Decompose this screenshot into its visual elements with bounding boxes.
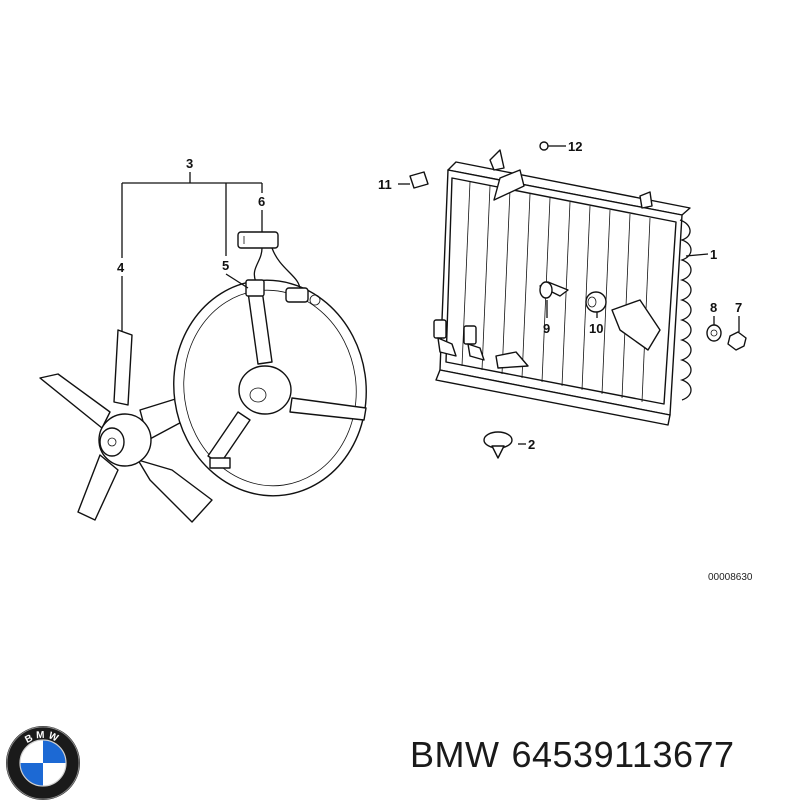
brand-name: BMW [410, 734, 500, 775]
svg-text:BMW: BMW [23, 730, 62, 746]
fan-shroud [173, 279, 367, 497]
callout-7: 7 [735, 300, 742, 315]
callout-labels: 1 2 3 4 5 6 7 8 9 10 11 12 [117, 139, 742, 452]
brand-part-line: BMW 64539113677 [410, 734, 735, 776]
callout-3: 3 [186, 156, 193, 171]
callout-6: 6 [258, 194, 265, 209]
callout-8: 8 [710, 300, 717, 315]
callout-12: 12 [568, 139, 582, 154]
callout-5: 5 [222, 258, 229, 273]
leader-lines [121, 145, 740, 445]
callout-11: 11 [378, 177, 392, 192]
callout-10: 10 [589, 321, 603, 336]
callout-4: 4 [117, 260, 125, 275]
callout-2: 2 [528, 437, 535, 452]
refrigerant-fittings [433, 319, 485, 361]
callout-9: 9 [543, 321, 550, 336]
condenser-side-tubes [679, 219, 692, 401]
part-number: 64539113677 [511, 734, 735, 775]
small-hardware [409, 141, 747, 459]
drawing-number: 00008630 [708, 572, 753, 583]
resistor-and-wiring [237, 231, 321, 306]
bmw-logo-icon: BMW [6, 726, 80, 800]
callout-1: 1 [710, 247, 717, 262]
